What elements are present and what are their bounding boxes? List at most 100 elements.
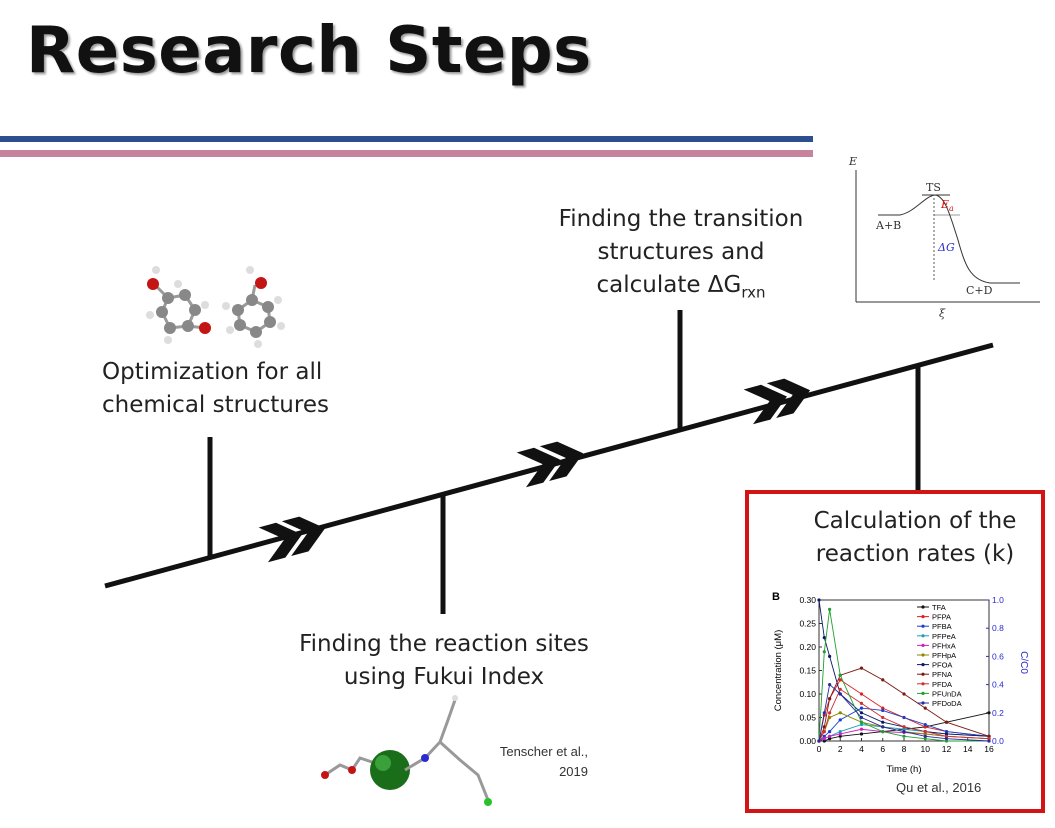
data-point bbox=[822, 636, 826, 640]
data-point bbox=[881, 720, 885, 724]
data-point bbox=[944, 730, 949, 734]
data-point bbox=[822, 730, 826, 734]
legend-marker bbox=[921, 682, 925, 686]
data-point bbox=[881, 725, 885, 729]
series-line bbox=[818, 599, 990, 737]
data-point bbox=[838, 673, 842, 677]
x-tick-label: 10 bbox=[921, 744, 931, 754]
slide-title: Research Steps bbox=[26, 14, 592, 88]
legend-marker bbox=[921, 643, 925, 648]
data-point bbox=[987, 737, 991, 741]
data-point bbox=[923, 732, 927, 736]
data-point bbox=[859, 732, 864, 736]
data-point bbox=[838, 734, 842, 738]
data-point bbox=[987, 734, 991, 738]
data-point bbox=[838, 692, 842, 696]
data-point bbox=[859, 720, 864, 724]
data-point bbox=[838, 711, 842, 715]
data-point bbox=[822, 739, 826, 743]
legend-label: PFNA bbox=[932, 670, 952, 679]
legend-label: PFOA bbox=[932, 661, 952, 670]
x-tick-label: 16 bbox=[984, 744, 994, 754]
legend-marker bbox=[921, 653, 925, 657]
energy-axis-label: E bbox=[849, 155, 858, 168]
legend-marker bbox=[921, 605, 925, 609]
x-tick-label: 4 bbox=[859, 744, 864, 754]
x-tick-label: 0 bbox=[817, 744, 822, 754]
data-point bbox=[828, 697, 832, 701]
header-rule-blue bbox=[0, 136, 813, 142]
data-point bbox=[838, 678, 842, 682]
data-point bbox=[817, 598, 821, 602]
y-tick-label: 0.00 bbox=[799, 736, 816, 746]
molecule-atoms bbox=[146, 266, 285, 348]
chevron-arrow-icon bbox=[743, 378, 811, 425]
data-point bbox=[944, 737, 949, 741]
data-point bbox=[881, 715, 885, 720]
concentration-chart: B0.000.050.100.150.200.250.300.00.20.40.… bbox=[772, 591, 1029, 775]
data-point bbox=[822, 737, 826, 741]
data-point bbox=[828, 607, 832, 612]
data-point bbox=[923, 734, 927, 738]
data-point bbox=[822, 711, 826, 715]
data-point bbox=[817, 739, 821, 743]
fukui-molecule-illustration bbox=[321, 695, 492, 806]
highlight-box bbox=[745, 490, 1045, 813]
y2-axis-label: C/C0 bbox=[1018, 651, 1029, 674]
data-point bbox=[944, 739, 949, 743]
data-point bbox=[902, 734, 906, 738]
y2-tick-label: 0.8 bbox=[992, 623, 1004, 633]
series-line bbox=[818, 712, 990, 742]
step-rates-text: Calculation of the reaction rates (k) bbox=[813, 508, 1017, 567]
series-line bbox=[819, 712, 990, 742]
panel-label: B bbox=[772, 591, 780, 603]
y-tick-label: 0.10 bbox=[799, 689, 816, 699]
legend-marker bbox=[921, 701, 925, 705]
data-point bbox=[881, 708, 885, 713]
y-tick-label: 0.25 bbox=[799, 619, 816, 629]
x-axis-label: Time (h) bbox=[886, 764, 921, 775]
y2-tick-label: 1.0 bbox=[992, 595, 1004, 605]
data-point bbox=[881, 678, 885, 682]
y-tick-label: 0.30 bbox=[799, 595, 816, 605]
series-line bbox=[818, 609, 989, 742]
data-point bbox=[838, 687, 842, 691]
data-point bbox=[902, 730, 906, 734]
data-point bbox=[859, 666, 864, 670]
data-point bbox=[838, 732, 842, 736]
x-tick-label: 8 bbox=[902, 744, 907, 754]
data-point bbox=[881, 730, 885, 734]
legend-marker bbox=[921, 663, 925, 667]
y-axis-label: Concentration (μM) bbox=[773, 630, 784, 712]
legend-label: PFPeA bbox=[932, 632, 956, 641]
data-point bbox=[828, 711, 832, 715]
energy-diagram bbox=[845, 160, 1045, 310]
data-point bbox=[838, 718, 842, 722]
data-point bbox=[902, 727, 906, 731]
legend-marker bbox=[921, 634, 925, 638]
series-line bbox=[818, 667, 990, 742]
legend-label: PFHxA bbox=[932, 641, 956, 650]
x-tick-label: 12 bbox=[942, 744, 952, 754]
legend-marker bbox=[921, 615, 925, 619]
legend-marker bbox=[921, 691, 925, 696]
header-rule-pink bbox=[0, 150, 813, 157]
y2-tick-label: 0.4 bbox=[992, 680, 1004, 690]
legend-label: PFBA bbox=[932, 622, 952, 631]
y-tick-label: 0.15 bbox=[799, 666, 816, 676]
citation-tenscher: Tenscher et al., 2019 bbox=[499, 744, 588, 779]
step-transition-text: Finding the transition structures and ca… bbox=[558, 206, 804, 302]
delta-g-label: ΔG bbox=[938, 241, 955, 254]
legend-marker bbox=[921, 672, 925, 676]
y2-tick-label: 0.6 bbox=[992, 651, 1004, 661]
data-point bbox=[902, 715, 906, 720]
chevron-arrow-icon bbox=[516, 441, 584, 488]
data-point bbox=[881, 706, 885, 710]
series-line bbox=[818, 707, 990, 742]
x-tick-label: 2 bbox=[838, 744, 843, 754]
x-tick-label: 14 bbox=[963, 744, 973, 754]
data-point bbox=[822, 650, 826, 654]
data-point bbox=[923, 722, 927, 727]
series-line bbox=[818, 683, 990, 742]
